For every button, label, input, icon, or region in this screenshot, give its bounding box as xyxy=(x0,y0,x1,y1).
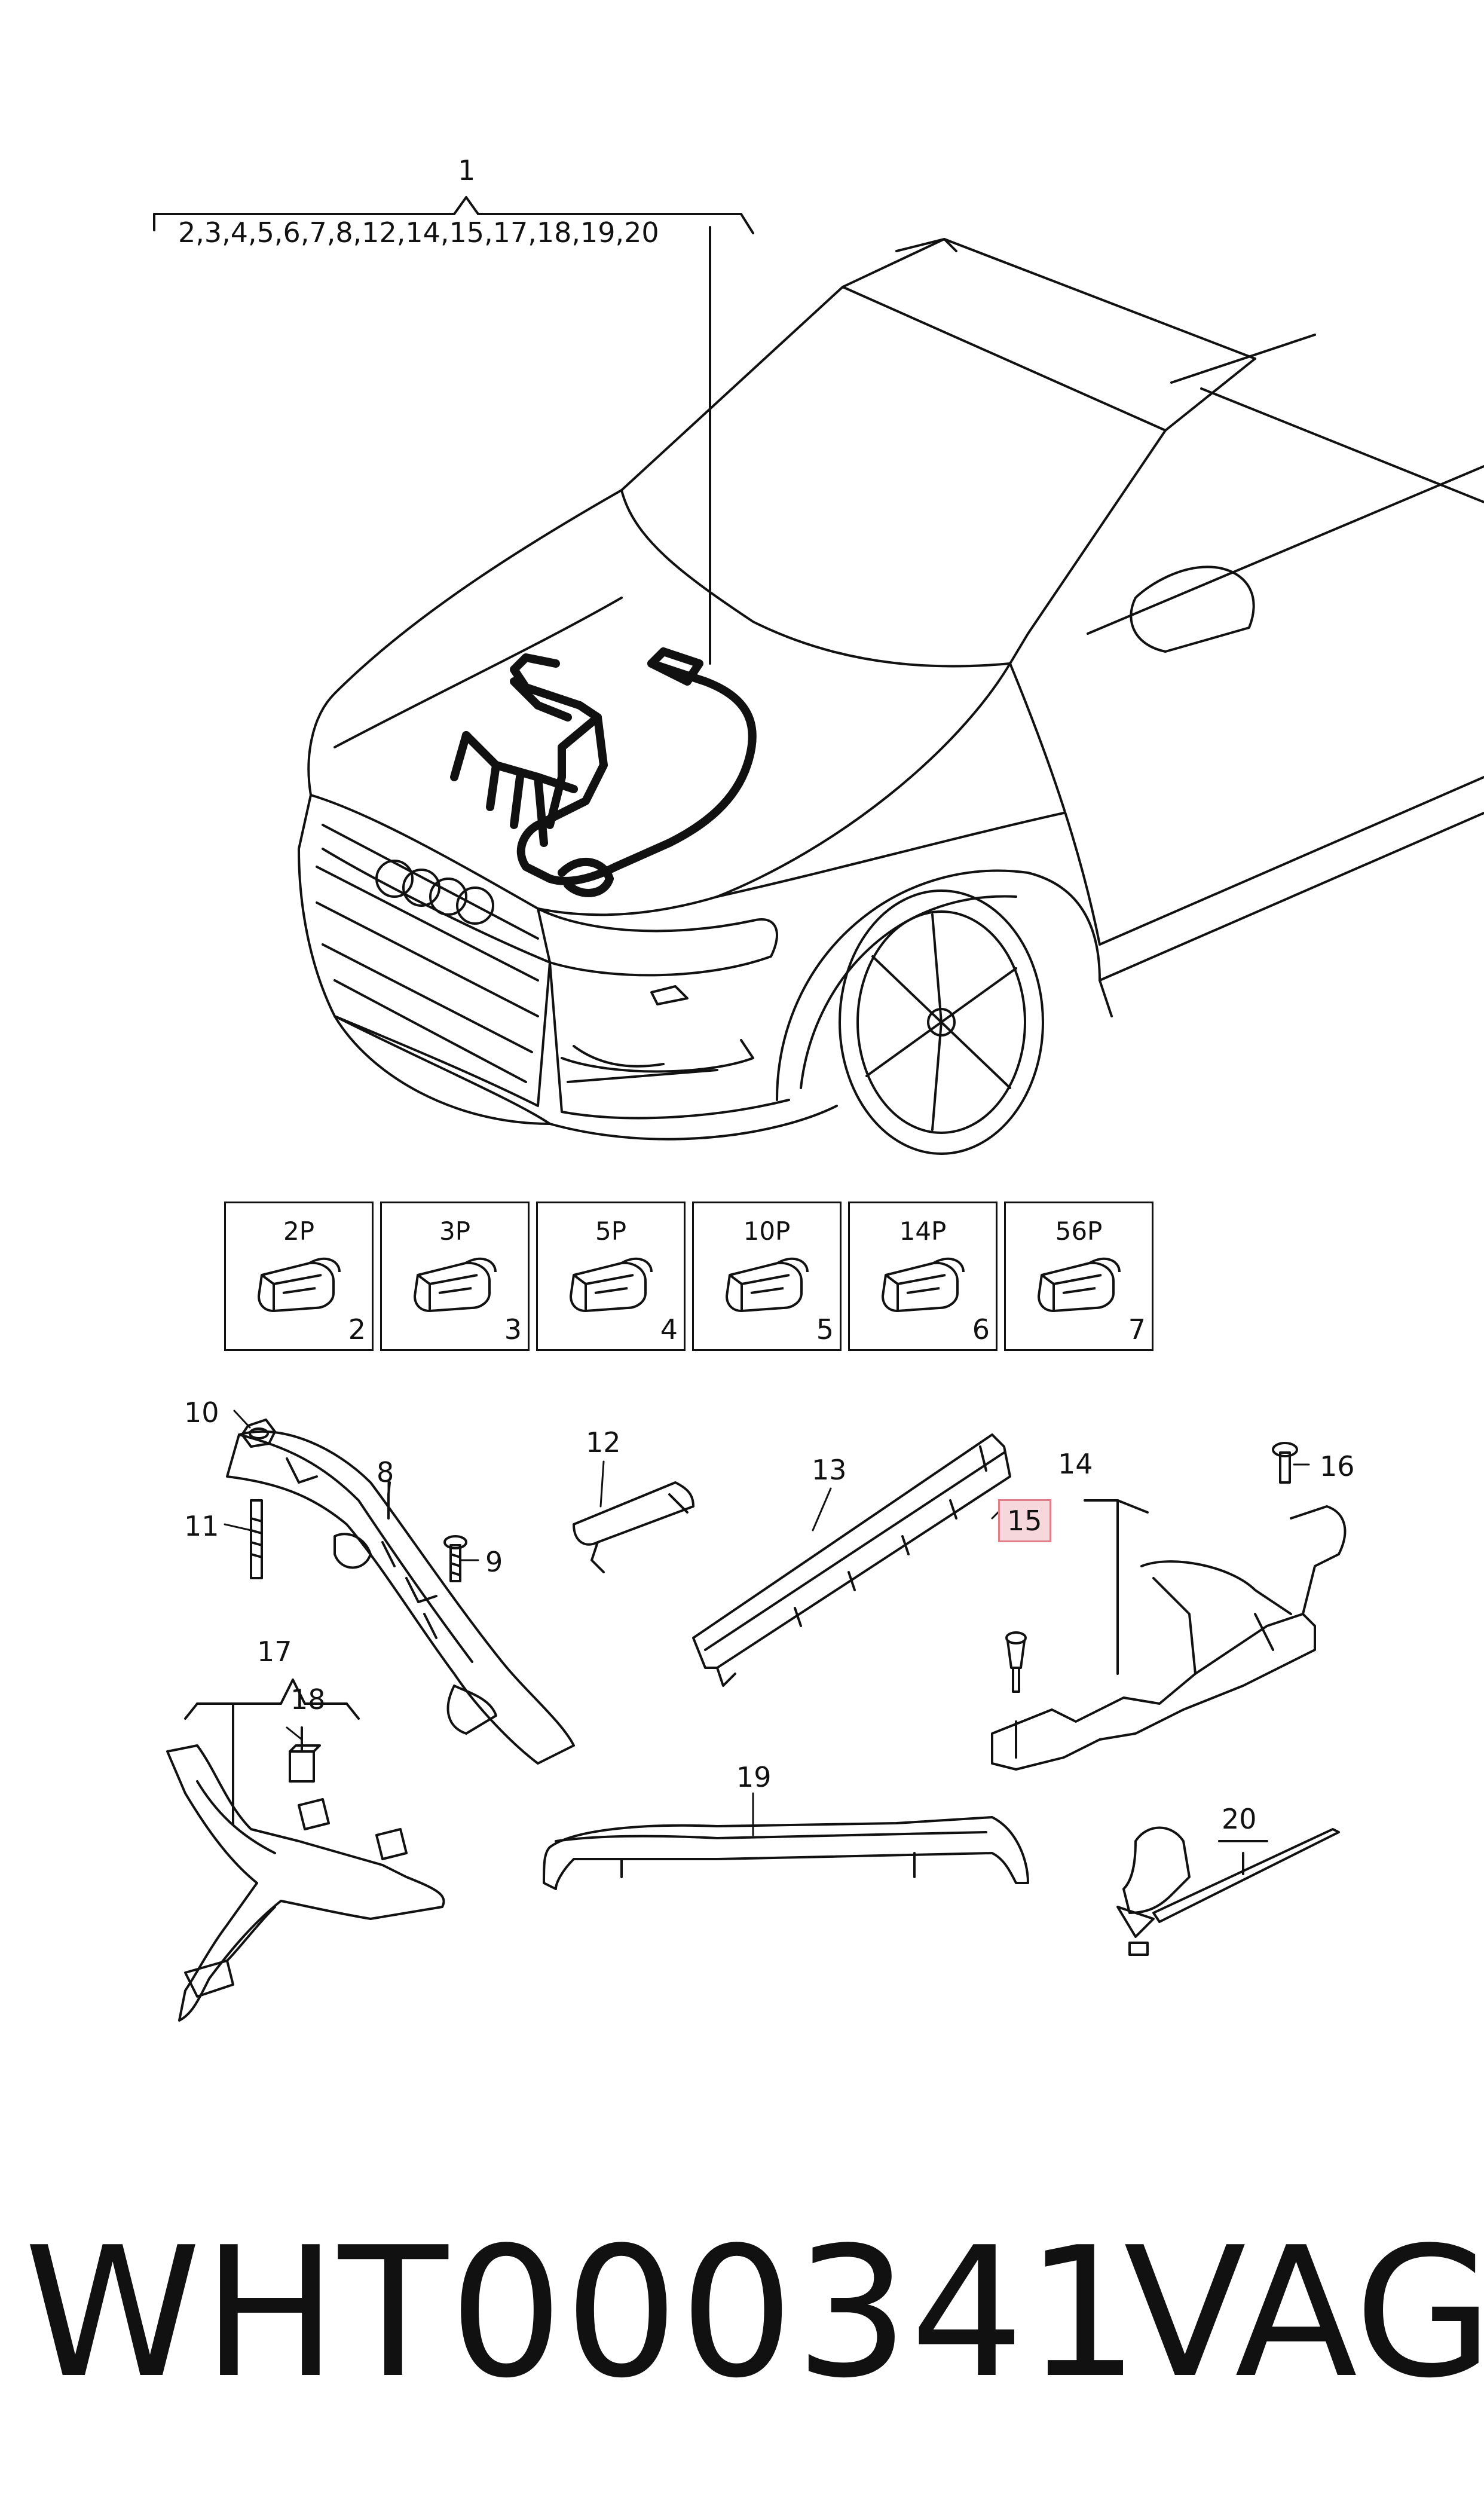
callout-1: 1 xyxy=(458,154,476,187)
connector-label: 2P xyxy=(283,1216,315,1246)
maker-label: VAG xyxy=(1124,2209,1484,2417)
part-16 xyxy=(1272,1442,1298,1484)
callout-10: 10 xyxy=(184,1396,219,1429)
part-20 xyxy=(1116,1826,1340,1956)
connector-box: 56P 7 xyxy=(1004,1202,1153,1351)
connector-box: 5P 4 xyxy=(536,1202,686,1351)
callout-18: 18 xyxy=(290,1683,326,1716)
connector-icon xyxy=(414,1257,497,1312)
connector-icon xyxy=(1038,1257,1121,1312)
car-outline xyxy=(298,238,1484,1155)
part-13 xyxy=(692,1433,1011,1687)
part-number: WHT000341 xyxy=(24,2209,1141,2417)
connector-box: 14P 6 xyxy=(848,1202,998,1351)
connector-icon xyxy=(882,1257,965,1312)
part-12 xyxy=(573,1481,694,1573)
bracket-1 xyxy=(153,196,754,665)
part-18 xyxy=(289,1726,321,1783)
callout-8: 8 xyxy=(377,1456,394,1488)
connector-number: 3 xyxy=(504,1313,522,1346)
part-14 xyxy=(991,1499,1347,1771)
callout-11: 11 xyxy=(184,1510,219,1542)
connector-number: 7 xyxy=(1128,1313,1146,1346)
part-19 xyxy=(543,1816,1029,1890)
connector-icon xyxy=(726,1257,809,1312)
connector-label: 10P xyxy=(743,1216,791,1246)
connector-number: 5 xyxy=(816,1313,834,1346)
callout-12: 12 xyxy=(586,1426,621,1459)
part-11 xyxy=(250,1499,263,1579)
connector-label: 56P xyxy=(1055,1216,1103,1246)
connector-box: 10P 5 xyxy=(692,1202,842,1351)
callout-1-group: 2,3,4,5,6,7,8,12,14,15,17,18,19,20 xyxy=(178,216,659,249)
callout-15: 15 xyxy=(998,1499,1051,1542)
part-10 xyxy=(241,1419,276,1448)
part-9 xyxy=(443,1535,467,1582)
part-8 xyxy=(226,1430,575,1765)
connector-number: 4 xyxy=(660,1313,678,1346)
connector-icon xyxy=(258,1257,341,1312)
callout-17: 17 xyxy=(257,1635,292,1668)
connector-box: 3P 3 xyxy=(380,1202,530,1351)
connector-label: 3P xyxy=(439,1216,471,1246)
connector-icon xyxy=(570,1257,653,1312)
callout-20: 20 xyxy=(1222,1803,1257,1835)
part-17 xyxy=(166,1679,445,2022)
callout-16: 16 xyxy=(1320,1450,1355,1482)
connector-label: 5P xyxy=(595,1216,627,1246)
connector-label: 14P xyxy=(899,1216,947,1246)
callout-13: 13 xyxy=(812,1454,847,1486)
connector-box: 2P 2 xyxy=(224,1202,374,1351)
callout-9: 9 xyxy=(485,1546,503,1578)
engine-harness xyxy=(450,647,757,897)
callout-19: 19 xyxy=(736,1761,772,1793)
part-15 xyxy=(1005,1631,1027,1693)
callout-14: 14 xyxy=(1058,1448,1093,1480)
connector-number: 6 xyxy=(972,1313,990,1346)
connector-number: 2 xyxy=(348,1313,366,1346)
